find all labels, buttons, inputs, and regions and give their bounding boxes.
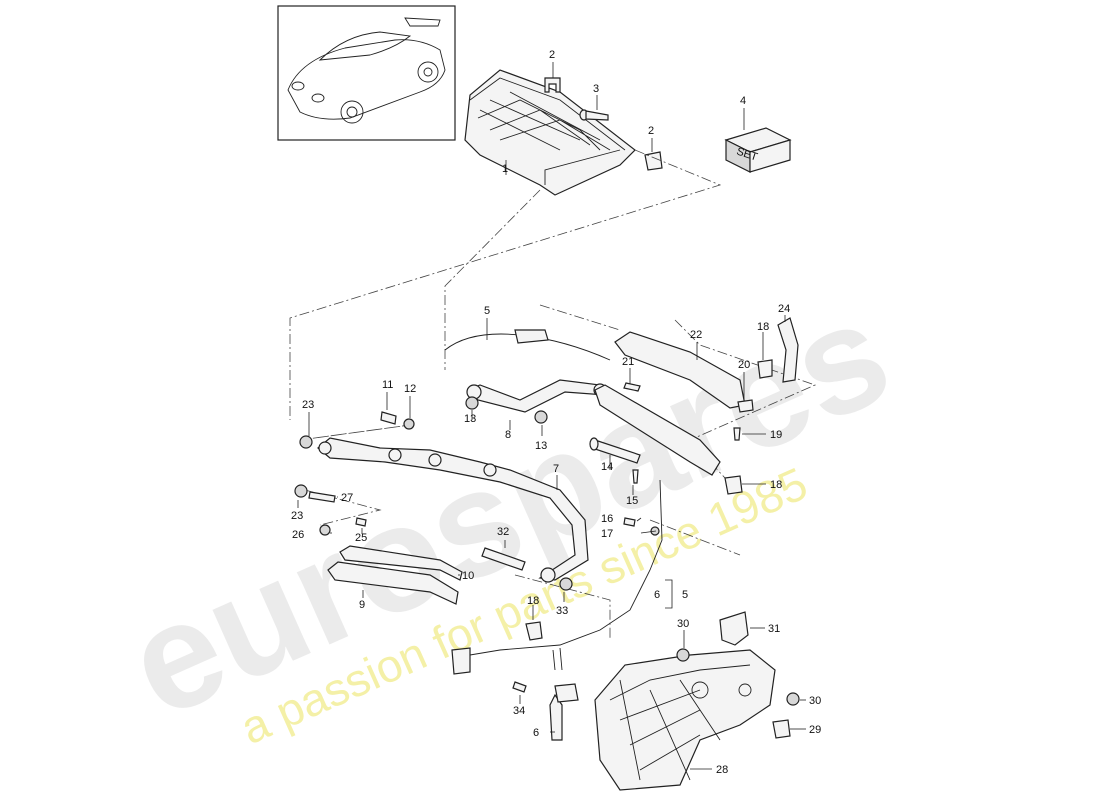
- callout-22: 22: [690, 329, 702, 341]
- callout-21: 21: [622, 356, 634, 368]
- callout-30a: 30: [677, 618, 689, 630]
- callout-33: 33: [556, 605, 568, 617]
- bolt-part-27: [308, 491, 336, 503]
- nut-part-30b: [786, 692, 800, 706]
- pin-part-32: [481, 547, 526, 571]
- callout-17: 17: [601, 528, 613, 540]
- pin-part-14: [589, 437, 641, 464]
- clip-part-29: [772, 719, 791, 739]
- nut-part-33: [559, 577, 573, 591]
- clip-part-18b: [724, 475, 743, 495]
- screw-part-25: [355, 517, 367, 527]
- callout-6a: 6: [654, 589, 660, 601]
- clip-part-18a: [757, 359, 773, 379]
- callout-1: 1: [502, 163, 508, 175]
- callout-23a: 23: [302, 399, 314, 411]
- nut-part-30a: [676, 648, 690, 662]
- clip-part-2a: [544, 77, 561, 93]
- cable-part-6b: [549, 683, 579, 741]
- callout-25: 25: [355, 532, 367, 544]
- callout-23b: 23: [291, 510, 303, 522]
- bolt-part-21: [623, 382, 641, 392]
- cable-part-5: [444, 329, 611, 361]
- callout-29: 29: [809, 724, 821, 736]
- callout-13a: 13: [464, 413, 476, 425]
- callout-3: 3: [593, 83, 599, 95]
- callout-30b: 30: [809, 695, 821, 707]
- callout-18b: 18: [770, 479, 782, 491]
- callout-19: 19: [770, 429, 782, 441]
- callout-14: 14: [601, 461, 613, 473]
- callout-5a: 5: [484, 305, 490, 317]
- callout-6b: 6: [533, 727, 539, 739]
- washer-part-26: [319, 524, 331, 536]
- callout-2b: 2: [648, 125, 654, 137]
- callout-20: 20: [738, 359, 750, 371]
- washer-part-12: [403, 418, 415, 430]
- bolt-part-3: [579, 109, 609, 121]
- callout-4: 4: [740, 95, 746, 107]
- strap-part-24: [777, 317, 799, 383]
- nut-part-23b: [294, 484, 308, 498]
- callout-7: 7: [553, 463, 559, 475]
- housing-part-28: [594, 649, 776, 791]
- bracket-part-31: [719, 611, 749, 646]
- callout-34: 34: [513, 705, 525, 717]
- callout-5b: 5: [682, 589, 688, 601]
- callout-10: 10: [462, 570, 474, 582]
- roof-frame-part-1: [464, 69, 636, 196]
- seal-part-9: [327, 561, 459, 605]
- seal-part-10: [339, 545, 463, 581]
- callout-28: 28: [716, 764, 728, 776]
- callout-31: 31: [768, 623, 780, 635]
- callout-32: 32: [497, 526, 509, 538]
- car-thumbnail: [277, 5, 456, 141]
- main-arm-part-7: [317, 437, 589, 583]
- callout-12: 12: [404, 383, 416, 395]
- screw-part-16: [623, 517, 636, 527]
- screw-part-19: [733, 427, 741, 441]
- callout-26: 26: [292, 529, 304, 541]
- callout-13b: 13: [535, 440, 547, 452]
- leader-lines: [297, 62, 806, 770]
- nut-part-13a: [465, 396, 479, 410]
- cable-part-6: [451, 479, 663, 675]
- callout-27: 27: [341, 492, 353, 504]
- screw-part-34: [512, 681, 527, 693]
- callout-18a: 18: [757, 321, 769, 333]
- clip-part-2b: [644, 151, 663, 171]
- callout-15: 15: [626, 495, 638, 507]
- nut-part-23a: [299, 435, 313, 449]
- nut-part-13b: [534, 410, 548, 424]
- clip-part-20: [737, 399, 754, 413]
- bolt-part-11: [380, 411, 397, 425]
- callout-8: 8: [505, 429, 511, 441]
- callout-16: 16: [601, 513, 613, 525]
- callout-24: 24: [778, 303, 790, 315]
- callout-2a: 2: [549, 49, 555, 61]
- screw-part-15: [632, 469, 639, 484]
- callout-labels: 1 2 2 3 4 5 5 6 6 7 8 9 10 11 12 13 13 1…: [291, 49, 821, 776]
- set-box-part-4: SET: [724, 127, 792, 173]
- callout-9: 9: [359, 599, 365, 611]
- callout-11: 11: [382, 379, 393, 391]
- clip-part-18c: [525, 621, 543, 641]
- callout-18c: 18: [527, 595, 539, 607]
